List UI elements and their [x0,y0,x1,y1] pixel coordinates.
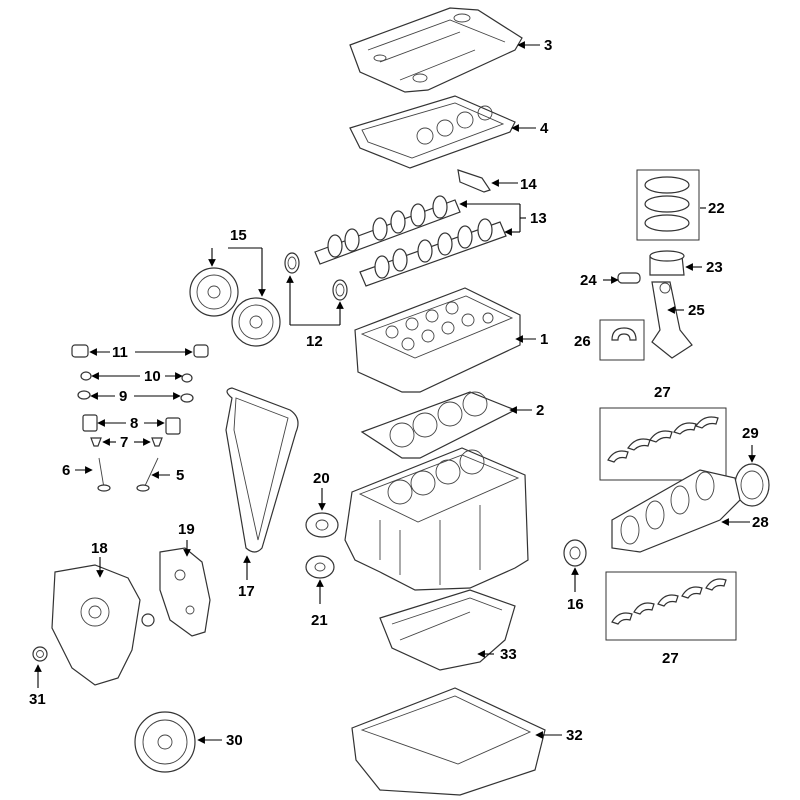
callout-9: 9 [119,388,127,405]
callout-24: 24 [580,272,597,289]
piston-rings [636,169,700,241]
timing-cover-plate [159,547,211,637]
callout-3: 3 [544,37,552,54]
camshafts [314,195,507,287]
callout-32: 32 [566,727,583,744]
callout-26: 26 [574,333,591,350]
callout-21: 21 [311,612,328,629]
cam-phasers [189,267,281,347]
callout-12: 12 [306,333,323,350]
callout-22: 22 [708,200,725,217]
valve-cover [349,7,523,93]
callout-numbers: 3 4 14 13 15 12 1 2 11 10 9 8 7 6 5 20 2… [29,37,769,749]
callout-19: 19 [178,521,195,538]
callout-1: 1 [540,331,548,348]
callout-13: 13 [530,210,547,227]
cam-seals [284,252,348,301]
main-bearings-upper [599,407,727,481]
sensor [457,169,491,193]
valvetrain-parts [71,344,209,492]
callout-16: 16 [567,596,584,613]
callout-30: 30 [226,732,243,749]
callout-27-upper: 27 [654,384,671,401]
callout-10: 10 [144,368,161,385]
crank-sprocket [563,539,587,567]
callout-14: 14 [520,176,537,193]
crankshaft [611,469,741,553]
callout-17: 17 [238,583,255,600]
callout-33: 33 [500,646,517,663]
callout-6: 6 [62,462,70,479]
piston-pin [617,272,641,284]
cylinder-head [354,287,521,393]
idler-pulleys [305,512,339,579]
front-cover [51,564,155,686]
callout-5: 5 [176,467,184,484]
valve-cover-gasket [349,95,516,169]
leader-lines [34,41,756,744]
main-bearings-lower [605,571,737,641]
callout-20: 20 [313,470,330,487]
timing-chain [225,387,299,553]
callout-2: 2 [536,402,544,419]
callout-7: 7 [120,434,128,451]
oil-pan [351,687,546,796]
callout-15: 15 [230,227,247,244]
callout-4: 4 [540,120,549,137]
engine-block [344,447,529,591]
rod-bearing [599,319,645,361]
head-gasket [360,391,517,459]
callout-28: 28 [752,514,769,531]
callout-31: 31 [29,691,46,708]
front-seal [32,646,48,662]
callout-18: 18 [91,540,108,557]
oil-pan-baffle [379,589,516,671]
crank-pulley [134,711,196,773]
callout-27-lower: 27 [662,650,679,667]
callout-11: 11 [112,344,128,361]
callout-29: 29 [742,425,759,442]
connecting-rod [651,281,693,359]
callout-23: 23 [706,259,723,276]
callout-8: 8 [130,415,138,432]
callout-25: 25 [688,302,705,319]
piston [649,250,685,276]
